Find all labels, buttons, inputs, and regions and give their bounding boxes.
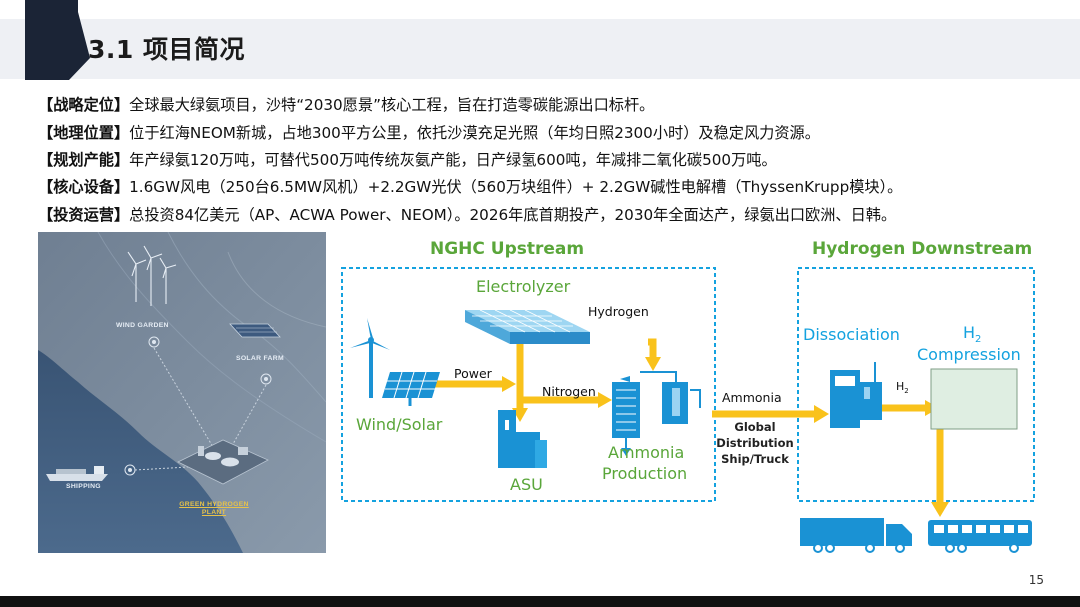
asu-label: ASU: [510, 475, 543, 494]
bullet-strategic-positioning: 【战略定位】全球最大绿氨项目，沙特“2030愿景”核心工程，旨在打造零碳能源出口…: [38, 95, 654, 115]
asu-icon: [498, 410, 547, 468]
bullet-text: 总投资84亿美元（AP、ACWA Power、NEOM）。2026年底首期投产，…: [129, 206, 897, 224]
page-number: 15: [1028, 573, 1044, 587]
bullet-text: 1.6GW风电（250台6.5MW风机）+2.2GW光伏（560万块组件）+ 2…: [129, 178, 903, 196]
hydrogen-plant-icon: [177, 439, 269, 485]
bullet-tag: 【规划产能】: [38, 151, 130, 169]
neom-map-image: WIND GARDEN SOLAR FARM SHIPPING GREEN HY…: [38, 232, 326, 553]
h2-letter: H: [963, 323, 975, 342]
map-label-plant-line1: GREEN HYDROGEN: [179, 501, 249, 508]
global-distribution-line3: Ship/Truck: [721, 452, 789, 466]
upstream-box: [341, 267, 716, 502]
slide-title: 3.1 项目简况: [88, 35, 245, 64]
bullet-tag: 【核心设备】: [38, 178, 130, 196]
electrolyzer-icon: [465, 309, 590, 344]
downstream-title: Hydrogen Downstream: [812, 239, 1032, 259]
solar-panel-icon: [382, 371, 440, 406]
bullet-tag: 【地理位置】: [38, 124, 130, 142]
ammonia-production-icon: [612, 371, 701, 456]
bullet-location: 【地理位置】位于红海NEOM新城，占地300平方公里，依托沙漠充足光照（年均日照…: [38, 123, 820, 143]
upstream-title: NGHC Upstream: [430, 239, 584, 259]
map-label-wind-garden: WIND GARDEN: [116, 322, 169, 329]
header-band: [0, 19, 1080, 79]
bullet-tag: 【投资运营】: [38, 206, 130, 224]
h2-arrow-label: H2: [896, 380, 909, 395]
h2-compression-label-line2: Compression: [917, 345, 1021, 364]
global-distribution-line2: Distribution: [716, 436, 793, 450]
truck-icon: [800, 518, 912, 553]
ammonia-production-label-line1: Ammonia: [608, 443, 684, 462]
solar-panel-icon: [229, 323, 281, 338]
dissociation-icon: [830, 362, 882, 428]
h2-subscript: 2: [904, 387, 908, 395]
wind-solar-label: Wind/Solar: [356, 415, 443, 434]
wind-turbine-icon: [350, 318, 390, 398]
bottom-bar: [0, 596, 1080, 607]
h2-subscript: 2: [975, 334, 981, 345]
bullet-capacity: 【规划产能】年产绿氨120万吨，可替代500万吨传统灰氨产能，日产绿氢600吨，…: [38, 150, 777, 170]
ship-icon: [46, 466, 108, 481]
wind-turbine-icon: [127, 245, 177, 306]
map-label-plant-line2: PLANT: [201, 509, 227, 516]
process-diagram: NGHC Upstream Hydrogen Downstream Electr…: [330, 232, 1046, 553]
global-distribution-line1: Global: [734, 420, 775, 434]
header-tab-decoration: [25, 0, 90, 80]
bullet-investment: 【投资运营】总投资84亿美元（AP、ACWA Power、NEOM）。2026年…: [38, 205, 896, 225]
map-label-green-hydrogen-plant: GREEN HYDROGEN PLANT: [174, 501, 254, 517]
ammonia-production-label-line2: Production: [602, 464, 687, 483]
bullet-text: 年产绿氨120万吨，可替代500万吨传统灰氨产能，日产绿氢600吨，年减排二氧化…: [129, 151, 777, 169]
map-label-shipping: SHIPPING: [66, 483, 101, 490]
nitrogen-label: Nitrogen: [542, 384, 596, 399]
downstream-box: [797, 267, 1035, 502]
electrolyzer-label: Electrolyzer: [476, 277, 571, 296]
hydrogen-label: Hydrogen: [588, 304, 649, 319]
bus-icon: [928, 520, 1032, 553]
power-label: Power: [454, 366, 493, 381]
bullet-core-equipment: 【核心设备】1.6GW风电（250台6.5MW风机）+2.2GW光伏（560万块…: [38, 177, 902, 197]
bullet-tag: 【战略定位】: [38, 96, 130, 114]
bullet-text: 位于红海NEOM新城，占地300平方公里，依托沙漠充足光照（年均日照2300小时…: [129, 124, 820, 142]
dissociation-label: Dissociation: [803, 325, 900, 344]
h2-letter: H: [896, 380, 904, 393]
map-label-solar-farm: SOLAR FARM: [236, 355, 284, 362]
bullet-text: 全球最大绿氨项目，沙特“2030愿景”核心工程，旨在打造零碳能源出口标杆。: [129, 96, 655, 114]
compression-box: [930, 368, 1018, 430]
h2-compression-label-line1: H2: [963, 323, 981, 345]
ammonia-label: Ammonia: [722, 390, 782, 405]
